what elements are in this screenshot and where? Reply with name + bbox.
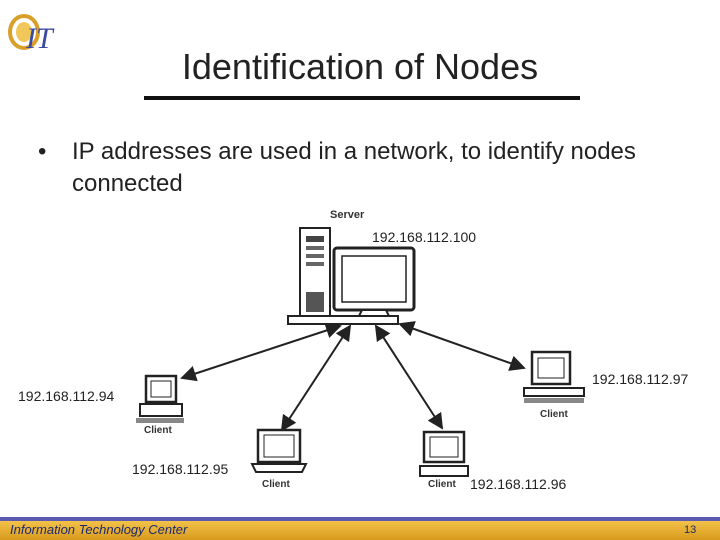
network-diagram: Server 192.168.112.100 Client Client (112, 206, 604, 494)
link-right (400, 324, 524, 368)
ip-bottom-right: 192.168.112.96 (470, 476, 566, 492)
client-bottom-left-computer (252, 430, 306, 472)
ip-bottom-left: 192.168.112.95 (132, 461, 228, 477)
client-bottom-left-label: Client (262, 479, 290, 490)
page-number: 13 (684, 524, 696, 536)
ip-left: 192.168.112.94 (18, 388, 114, 404)
ip-right: 192.168.112.97 (592, 371, 688, 387)
client-bottom-right-label: Client (428, 479, 456, 490)
link-bottom-right (376, 326, 442, 428)
client-left-label: Client (144, 425, 172, 436)
client-bottom-right-computer (420, 432, 468, 476)
bullet-text: IP addresses are used in a network, to i… (72, 136, 692, 200)
title-underline (144, 96, 580, 100)
client-right-label: Client (540, 409, 568, 420)
page-title: Identification of Nodes (0, 46, 720, 88)
server-tower (300, 228, 330, 320)
footer-text: Information Technology Center (10, 522, 187, 537)
client-left-computer (136, 376, 184, 423)
client-right-computer (524, 352, 584, 403)
link-left (182, 326, 340, 378)
ip-server: 192.168.112.100 (372, 229, 476, 245)
server-label: Server (330, 209, 365, 221)
bullet-dot: • (38, 136, 46, 168)
